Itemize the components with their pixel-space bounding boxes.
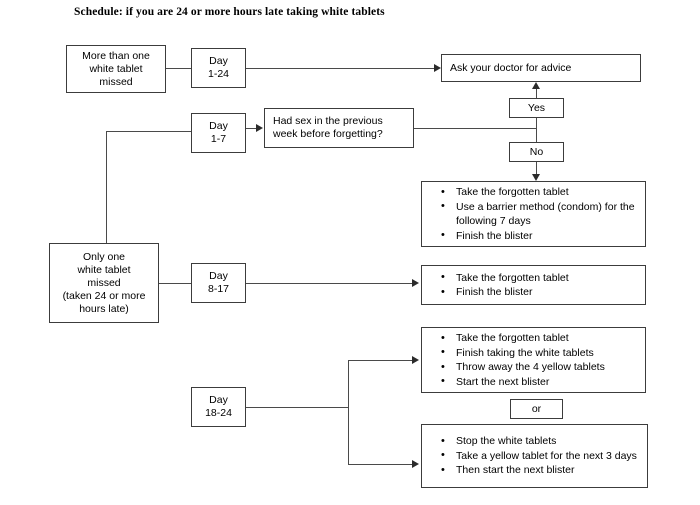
node-day-8-17: Day 8-17 <box>191 263 246 303</box>
arrowhead-down-icon <box>532 174 540 181</box>
connector-day18-24-to-option-b <box>348 464 414 465</box>
list-item: Throw away the 4 yellow tablets <box>441 360 639 375</box>
list-item: Stop the white tablets <box>441 434 641 449</box>
text-line: Only one <box>82 250 126 263</box>
node-answer-yes-label: Yes <box>527 101 546 114</box>
outcome-day-18-24-option-a: Take the forgotten tablet Finish taking … <box>421 327 646 393</box>
list-item: Finish taking the white tablets <box>441 345 639 361</box>
node-had-sex-question: Had sex in the previous week before forg… <box>264 108 414 148</box>
list-item: Finish the blister <box>441 228 639 244</box>
text-line: 1-24 <box>207 68 229 80</box>
node-day-1-7-text: Day 1-7 <box>192 120 245 146</box>
text-line: white tablet <box>77 263 131 276</box>
text-line: 18-24 <box>205 407 232 419</box>
node-day-1-24-text: Day 1-24 <box>192 55 245 81</box>
arrowhead-right-icon <box>256 124 263 132</box>
node-only-one-missed: Only one white tablet missed (taken 24 o… <box>49 243 159 323</box>
node-answer-no-label: No <box>529 145 544 158</box>
node-more-than-one-missed: More than one white tablet missed <box>66 45 166 93</box>
connector-yes-to-ask-doctor <box>536 88 537 98</box>
text-line: Day <box>209 270 228 282</box>
connector-day1-7-to-question <box>246 128 257 129</box>
connector-day1-24-to-ask-doctor <box>246 68 436 69</box>
outcome-no-branch-list: Take the forgotten tablet Use a barrier … <box>422 185 645 243</box>
arrowhead-right-icon <box>434 64 441 72</box>
node-ask-doctor-label: Ask your doctor for advice <box>450 61 572 74</box>
text-line: white tablet <box>89 62 143 75</box>
text-line: Day <box>209 394 228 406</box>
text-line: 1-7 <box>210 133 227 145</box>
connector-missed-to-day1-24 <box>166 68 191 69</box>
connector-only-one-riser <box>106 131 107 243</box>
list-item: Take the forgotten tablet <box>441 185 639 200</box>
node-or-connector: or <box>510 399 563 419</box>
text-line: hours late) <box>79 302 129 315</box>
arrowhead-right-icon <box>412 460 419 468</box>
list-item: Take the forgotten tablet <box>441 331 639 346</box>
connector-day18-24-to-option-a <box>348 360 414 361</box>
text-line: missed <box>99 75 133 88</box>
text-line: Had sex in the previous <box>273 115 383 127</box>
connector-day18-24-splitter <box>348 360 349 464</box>
outcome-no-branch-actions: Take the forgotten tablet Use a barrier … <box>421 181 646 247</box>
node-more-than-one-missed-text: More than one white tablet missed <box>67 50 165 89</box>
list-item: Then start the next blister <box>441 463 641 478</box>
connector-only-one-to-day8-17 <box>159 283 191 284</box>
connector-junction-to-yes <box>536 117 537 128</box>
arrowhead-right-icon <box>412 356 419 364</box>
node-day-1-7: Day 1-7 <box>191 113 246 153</box>
node-had-sex-question-text: Had sex in the previous week before forg… <box>265 115 413 141</box>
text-line: missed <box>87 276 121 289</box>
outcome-day-8-17-list: Take the forgotten tablet Finish the bli… <box>422 270 645 300</box>
text-line: (taken 24 or more <box>62 289 146 302</box>
node-only-one-missed-text: Only one white tablet missed (taken 24 o… <box>50 251 158 316</box>
list-item: Use a barrier method (condom) for the fo… <box>441 199 639 229</box>
text-line: Day <box>209 120 228 132</box>
arrowhead-right-icon <box>412 279 419 287</box>
node-answer-no: No <box>509 142 564 162</box>
arrowhead-up-icon <box>532 82 540 89</box>
outcome-day-8-17-actions: Take the forgotten tablet Finish the bli… <box>421 265 646 305</box>
node-day-8-17-text: Day 8-17 <box>192 270 245 296</box>
connector-question-to-junction <box>414 128 536 129</box>
outcome-option-b-list: Stop the white tablets Take a yellow tab… <box>422 434 647 478</box>
text-line: week before forgetting? <box>273 128 383 140</box>
list-item: Start the next blister <box>441 374 639 390</box>
node-or-label: or <box>531 402 542 415</box>
connector-only-one-to-day1-7 <box>106 131 191 132</box>
connector-day18-24-trunk <box>246 407 348 408</box>
node-answer-yes: Yes <box>509 98 564 118</box>
connector-junction-to-no <box>536 128 537 142</box>
page-title: Schedule: if you are 24 or more hours la… <box>74 6 385 18</box>
text-line: More than one <box>82 49 150 62</box>
connector-day8-17-to-actions <box>246 283 414 284</box>
list-item: Take the forgotten tablet <box>441 270 639 286</box>
outcome-day-18-24-option-b: Stop the white tablets Take a yellow tab… <box>421 424 648 488</box>
connector-no-to-actions <box>536 162 537 177</box>
text-line: 8-17 <box>207 283 229 295</box>
node-day-18-24-text: Day 18-24 <box>192 394 245 420</box>
outcome-option-a-list: Take the forgotten tablet Finish taking … <box>422 331 645 389</box>
node-ask-doctor: Ask your doctor for advice <box>441 54 641 82</box>
list-item: Take a yellow tablet for the next 3 days <box>441 448 641 464</box>
node-day-18-24: Day 18-24 <box>191 387 246 427</box>
list-item: Finish the blister <box>441 285 639 300</box>
text-line: Day <box>209 55 228 67</box>
node-day-1-24: Day 1-24 <box>191 48 246 88</box>
